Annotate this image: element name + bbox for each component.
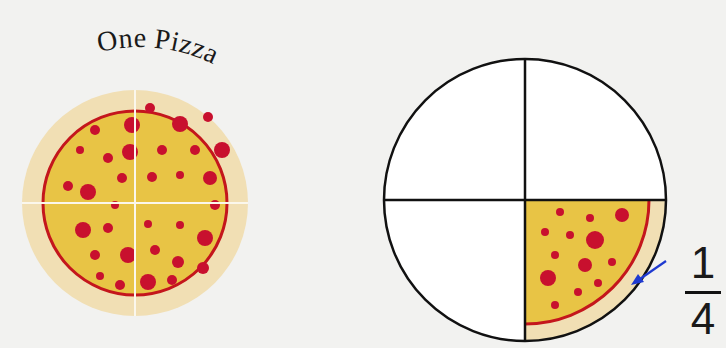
fraction-denominator: 4 — [683, 294, 723, 344]
whole-pizza — [22, 90, 248, 316]
quarter-circle — [384, 59, 666, 341]
fraction-bar — [685, 291, 721, 294]
leader-arrow — [631, 261, 666, 285]
fraction-numerator: 1 — [683, 238, 723, 288]
pizza-title: One Pizza — [40, 8, 280, 72]
